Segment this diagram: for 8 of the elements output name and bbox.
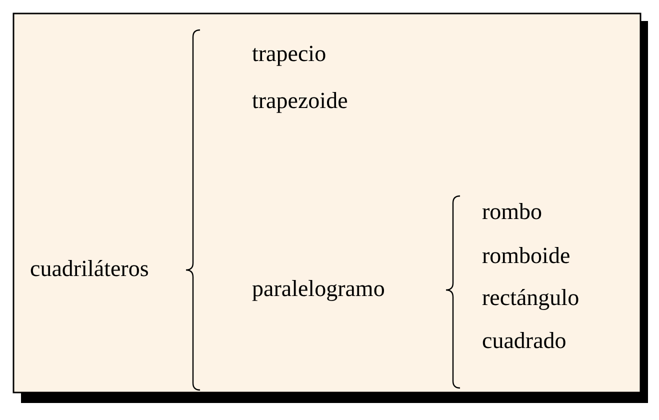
category-label: paralelogramo: [252, 275, 385, 303]
category-label: cuadriláteros: [30, 255, 149, 283]
category-label: trapecio: [252, 40, 326, 68]
category-label: cuadrado: [482, 327, 566, 355]
category-label: rectángulo: [482, 284, 580, 312]
category-label: rombo: [482, 198, 542, 226]
category-label: trapezoide: [252, 87, 348, 115]
category-label: romboide: [482, 242, 570, 270]
